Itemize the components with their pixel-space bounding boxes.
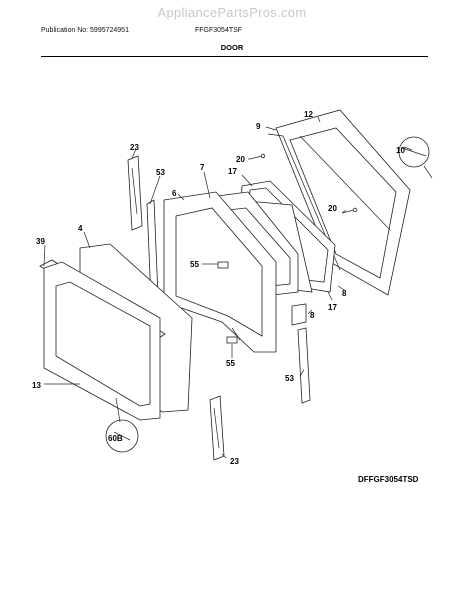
callout-20: 20	[328, 204, 337, 213]
callout-9: 9	[256, 122, 261, 131]
callout-20: 20	[236, 155, 245, 164]
part-55-clip[interactable]	[226, 336, 238, 344]
callout-53: 53	[285, 374, 294, 383]
watermark: AppliancePartsPros.com	[157, 5, 307, 20]
callout-10: 10	[396, 146, 405, 155]
publication-number: Publication No: 5995724951	[41, 27, 129, 34]
callout-17: 17	[328, 303, 337, 312]
callout-55: 55	[226, 359, 235, 368]
diagram-reference-code: DFFGF3054TSD	[358, 475, 419, 484]
callout-53: 53	[156, 168, 165, 177]
part-10-spring[interactable]	[398, 136, 433, 179]
callout-39: 39	[36, 237, 45, 246]
callout-6: 6	[172, 189, 177, 198]
callout-7: 7	[200, 163, 205, 172]
leader-lines	[43, 116, 413, 459]
part-60b-screw[interactable]	[105, 419, 139, 453]
callout-23: 23	[230, 457, 239, 466]
part-23-hinge[interactable]	[209, 395, 225, 461]
callout-12: 12	[304, 110, 313, 119]
part-55-clip[interactable]	[217, 261, 229, 269]
part-20-screw[interactable]	[249, 153, 266, 160]
part-13-outer-door[interactable]	[43, 261, 161, 421]
callout-17: 17	[228, 167, 237, 176]
part-9-frame-edge[interactable]	[267, 133, 341, 271]
callout-8: 8	[342, 289, 347, 298]
callout-8: 8	[310, 311, 315, 320]
part-53-seal-strip[interactable]	[297, 327, 311, 404]
callout-4: 4	[78, 224, 83, 233]
part-20-screw[interactable]	[341, 207, 358, 214]
section-title: DOOR	[220, 43, 244, 52]
part-23-hinge[interactable]	[127, 155, 143, 231]
part-8-glass-strip[interactable]	[291, 303, 307, 326]
callout-60b: 60B	[108, 434, 123, 443]
callout-55: 55	[190, 260, 199, 269]
callout-23: 23	[130, 143, 139, 152]
header-divider	[41, 56, 428, 57]
callout-13: 13	[32, 381, 41, 390]
model-number: FFGF3054TSF	[195, 27, 243, 34]
